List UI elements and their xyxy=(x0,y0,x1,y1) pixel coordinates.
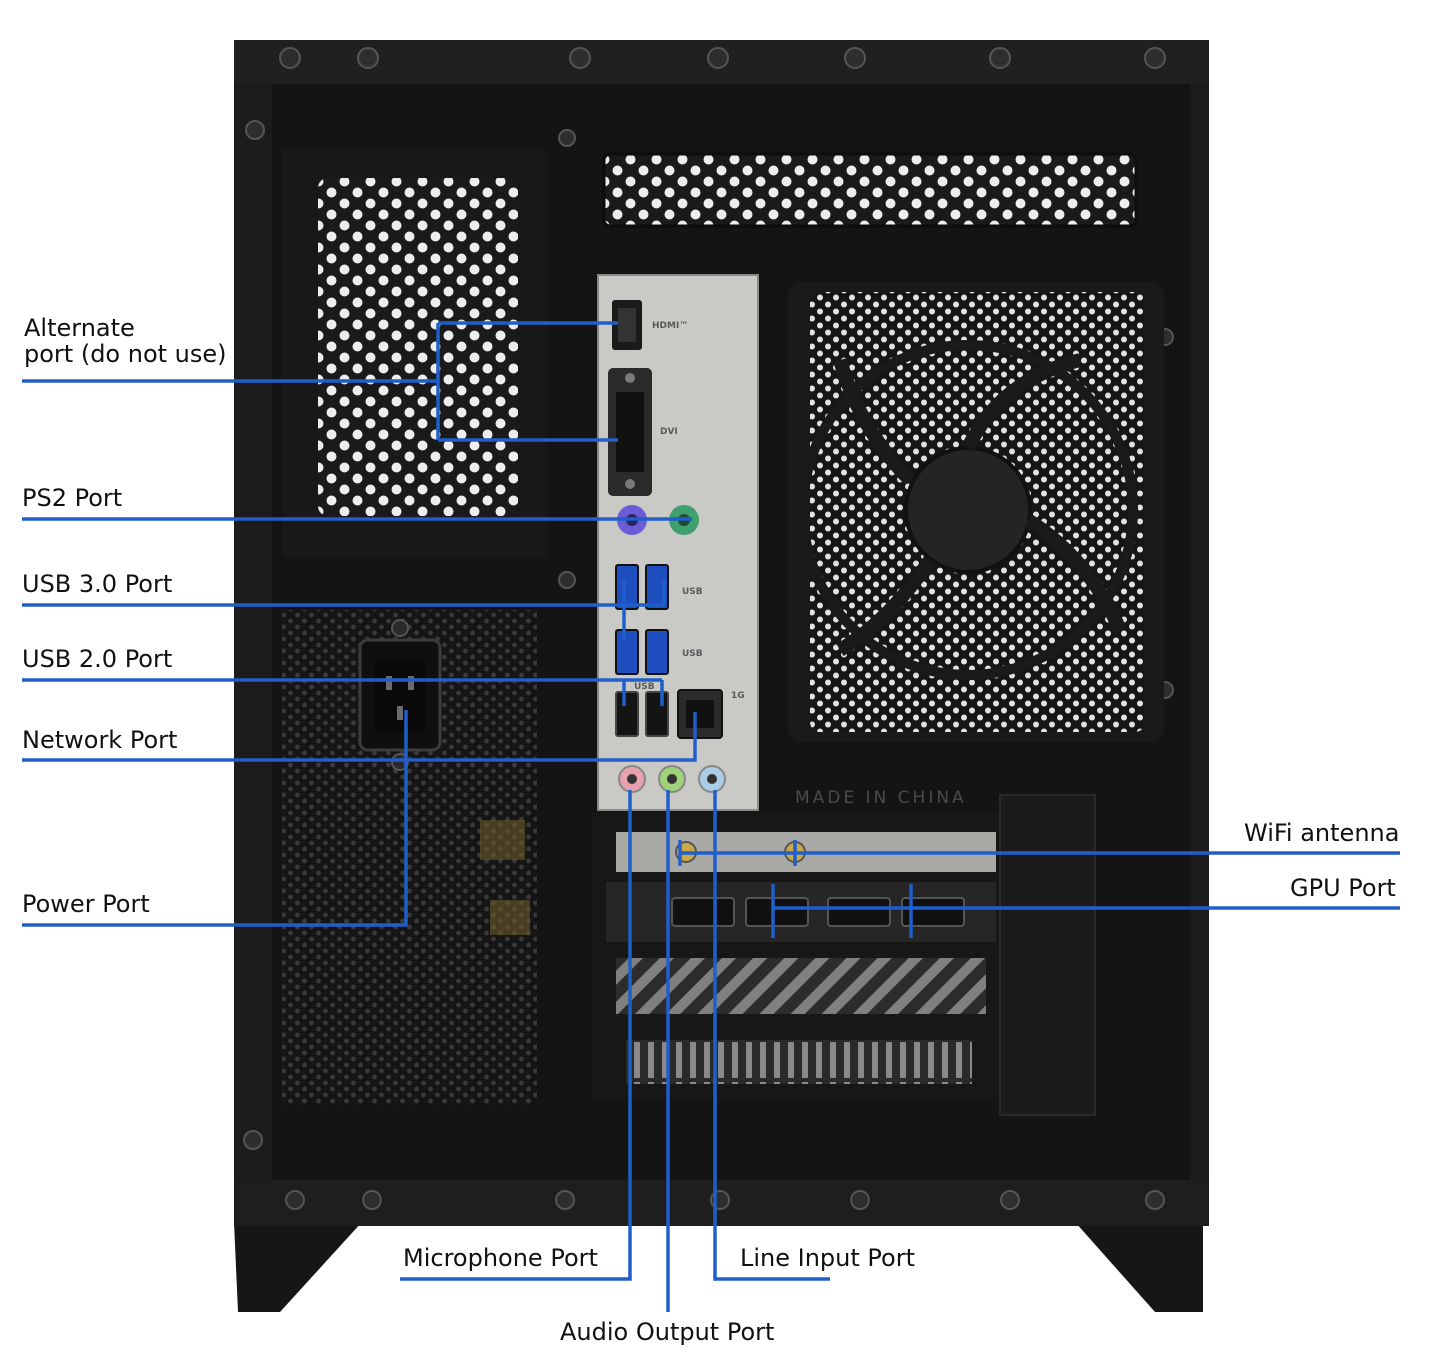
usb2-port xyxy=(645,691,669,737)
hdmi-marking: HDMI™ xyxy=(652,321,688,331)
psu-area xyxy=(282,610,537,1105)
label-alternate-line1: Alternate xyxy=(24,314,135,342)
power-callout-line xyxy=(22,710,408,927)
network-callout-line xyxy=(22,712,697,762)
left-upper-vent xyxy=(282,150,547,558)
usb-marking-c: USB xyxy=(634,682,655,692)
label-wifi-antenna: WiFi antenna xyxy=(1244,819,1400,847)
label-alternate-line2: port (do not use) xyxy=(24,340,227,368)
case-screws xyxy=(243,47,1174,1210)
label-gpu-port: GPU Port xyxy=(1290,874,1396,902)
usb3-port xyxy=(615,629,639,675)
dvi-marking: DVI xyxy=(660,427,678,437)
label-usb3-port: USB 3.0 Port xyxy=(22,570,173,598)
gpu-port xyxy=(901,897,965,927)
expansion-slots xyxy=(592,794,1096,1116)
gpu-port xyxy=(745,897,809,927)
gpu-port xyxy=(827,897,891,927)
lan-marking: 1G xyxy=(731,691,745,701)
usb3-port xyxy=(645,629,669,675)
linein-callout-line xyxy=(713,790,830,1281)
label-alternate-port: Alternate port (do not use) xyxy=(24,315,227,367)
label-microphone-port: Microphone Port xyxy=(403,1244,598,1272)
mic-callout-line xyxy=(400,790,632,1281)
callout-lines xyxy=(22,321,1400,1312)
label-line-input-port: Line Input Port xyxy=(740,1244,915,1272)
label-power-port: Power Port xyxy=(22,890,150,918)
rear-fan xyxy=(788,282,1164,742)
label-usb2-port: USB 2.0 Port xyxy=(22,645,173,673)
made-in-china-marking: MADE IN CHINA xyxy=(795,788,967,808)
label-audio-output-port: Audio Output Port xyxy=(560,1318,775,1346)
io-shield: HDMI™ DVI USB USB USB 1G xyxy=(597,274,759,811)
usb2-port xyxy=(615,691,639,737)
usb-marking-b: USB xyxy=(682,649,703,659)
usb-marking-a: USB xyxy=(682,587,703,597)
top-vent xyxy=(602,152,1138,228)
label-ps2-port: PS2 Port xyxy=(22,484,123,512)
gpu-port xyxy=(671,897,735,927)
usb3-port xyxy=(615,564,639,610)
label-network-port: Network Port xyxy=(22,726,178,754)
